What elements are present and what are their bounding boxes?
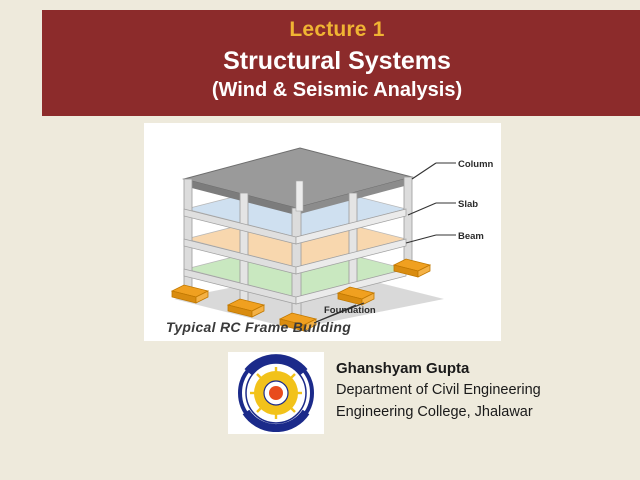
rc-frame-building-diagram: Column Slab Beam Foundation <box>170 147 494 332</box>
label-column: Column <box>458 159 494 170</box>
page-title: Structural Systems <box>223 47 451 75</box>
figure-caption: Typical RC Frame Building <box>166 319 352 335</box>
page-subtitle: (Wind & Seismic Analysis) <box>211 79 463 101</box>
engineering-college-jhalawar-logo <box>238 354 314 432</box>
label-slab: Slab <box>458 199 478 210</box>
author-text: Ghanshyam Gupta Department of Civil Engi… <box>336 352 541 423</box>
logo-box <box>228 352 324 434</box>
figure-panel: Column Slab Beam Foundation Typical RC F… <box>144 123 501 341</box>
label-foundation: Foundation <box>324 305 376 316</box>
author-block: Ghanshyam Gupta Department of Civil Engi… <box>228 352 541 434</box>
author-department: Department of Civil Engineering <box>336 382 541 398</box>
lecture-number-label: Lecture 1 <box>289 18 385 41</box>
author-college: Engineering College, Jhalawar <box>336 404 533 420</box>
columns-group <box>183 176 413 321</box>
title-banner: Lecture 1 Structural Systems (Wind & Sei… <box>42 10 640 116</box>
leader-lines <box>315 162 456 323</box>
beams-group <box>183 208 407 305</box>
label-beam: Beam <box>458 231 484 242</box>
author-name: Ghanshyam Gupta <box>336 360 470 377</box>
foundation-footings-group <box>170 258 432 332</box>
